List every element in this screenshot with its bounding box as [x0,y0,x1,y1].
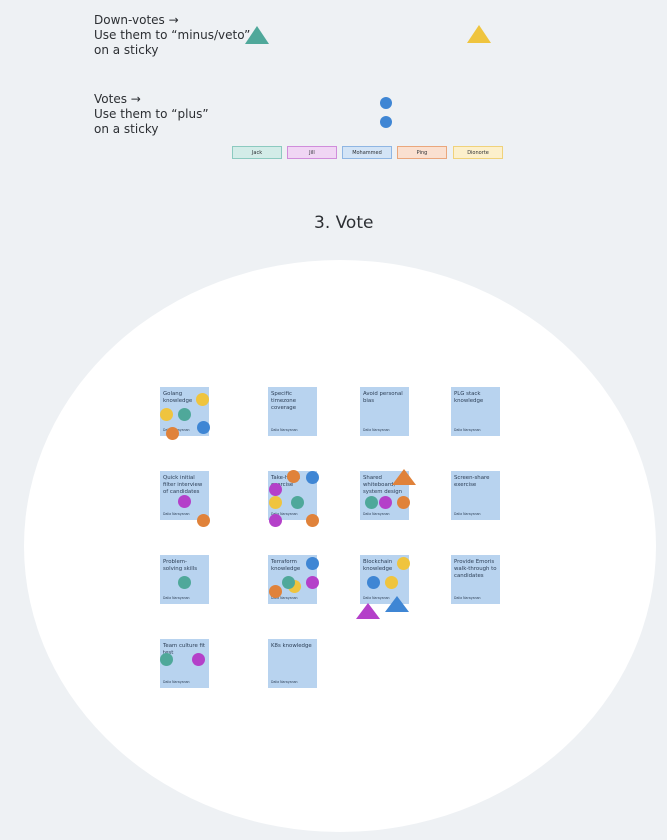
vote-dot-teal[interactable] [291,496,304,509]
downvote-triangle-blue[interactable] [385,596,409,612]
vote-dot-blue[interactable] [306,471,319,484]
sticky-author: Dalia Narayanan [271,596,298,600]
blue-vote-dot-1[interactable] [380,97,392,109]
downvote-triangle-purple[interactable] [356,603,380,619]
sticky-text: Terraform knowledge [271,559,301,572]
vote-dot-purple[interactable] [192,653,205,666]
sticky-text: Quick initial filter interview of candid… [163,475,203,495]
vote-dot-purple[interactable] [269,514,282,527]
sticky-author: Dalia Narayanan [454,512,481,516]
sticky-text: Specific timezone coverage [271,391,297,411]
downvotes-legend-text: Down-votes → Use them to “minus/veto” on… [94,13,251,57]
vote-dot-orange[interactable] [287,470,300,483]
sticky-author: Dalia Narayanan [454,596,481,600]
vote-dot-purple[interactable] [306,576,319,589]
sticky-author: Dalia Narayanan [363,596,390,600]
sticky-walkthrough[interactable]: Provide Emoris walk-through to candidate… [451,555,500,604]
sticky-text: Problem-solving skills [163,559,198,572]
vote-dot-purple[interactable] [379,496,392,509]
sticky-bias[interactable]: Avoid personal bias Dalia Narayanan [360,387,409,436]
yellow-downvote-triangle[interactable] [467,25,491,43]
vote-dot-yellow[interactable] [397,557,410,570]
downvote-triangle-orange[interactable] [392,469,416,485]
sticky-author: Dalia Narayanan [454,428,481,432]
vote-dot-yellow[interactable] [269,496,282,509]
sticky-author: Dalia Narayanan [163,512,190,516]
sticky-text: PLG stack knowledge [454,391,484,404]
vote-dot-orange[interactable] [197,514,210,527]
teal-downvote-triangle[interactable] [245,26,269,44]
sticky-author: Dalia Narayanan [271,680,298,684]
vote-dot-orange[interactable] [166,427,179,440]
sticky-text: Golang knowledge [163,391,193,404]
participant-tag-dionorte: Dionorte [453,146,503,159]
vote-dot-yellow[interactable] [385,576,398,589]
section-title: 3. Vote [314,213,374,233]
participant-tag-jack: Jack [232,146,282,159]
sticky-text: K8s knowledge [271,643,312,649]
sticky-author: Dalia Narayanan [363,428,390,432]
sticky-author: Dalia Narayanan [363,512,390,516]
sticky-text: Blockchain knowledge [363,559,393,572]
vote-dot-teal[interactable] [160,653,173,666]
vote-dot-teal[interactable] [178,408,191,421]
sticky-text: Shared whiteboard, system design [363,475,403,495]
sticky-k8s[interactable]: K8s knowledge Dalia Narayanan [268,639,317,688]
vote-dot-blue[interactable] [367,576,380,589]
sticky-author: Dalia Narayanan [163,596,190,600]
sticky-text: Take-home exercise [271,475,301,488]
vote-dot-purple[interactable] [178,495,191,508]
vote-dot-blue[interactable] [197,421,210,434]
sticky-author: Dalia Narayanan [271,512,298,516]
participant-tag-mohammed: Mohammed [342,146,392,159]
sticky-text: Provide Emoris walk-through to candidate… [454,559,497,579]
votes-legend-text: Votes → Use them to “plus” on a sticky [94,92,209,136]
sticky-screen-share[interactable]: Screen-share exercise Dalia Narayanan [451,471,500,520]
sticky-text: Avoid personal bias [363,391,403,404]
participant-tag-ping: Ping [397,146,447,159]
voting-board [24,260,656,832]
sticky-timezone[interactable]: Specific timezone coverage Dalia Narayan… [268,387,317,436]
vote-dot-teal[interactable] [178,576,191,589]
vote-dot-teal[interactable] [282,576,295,589]
vote-dot-orange[interactable] [269,585,282,598]
participant-tag-jill: Jill [287,146,337,159]
sticky-author: Dalia Narayanan [271,428,298,432]
vote-dot-yellow[interactable] [160,408,173,421]
vote-dot-orange[interactable] [306,514,319,527]
vote-dot-teal[interactable] [365,496,378,509]
sticky-plg[interactable]: PLG stack knowledge Dalia Narayanan [451,387,500,436]
vote-dot-yellow[interactable] [196,393,209,406]
vote-dot-purple[interactable] [269,483,282,496]
vote-dot-blue[interactable] [306,557,319,570]
blue-vote-dot-2[interactable] [380,116,392,128]
sticky-author: Dalia Narayanan [163,680,190,684]
sticky-text: Screen-share exercise [454,475,490,488]
vote-dot-orange[interactable] [397,496,410,509]
